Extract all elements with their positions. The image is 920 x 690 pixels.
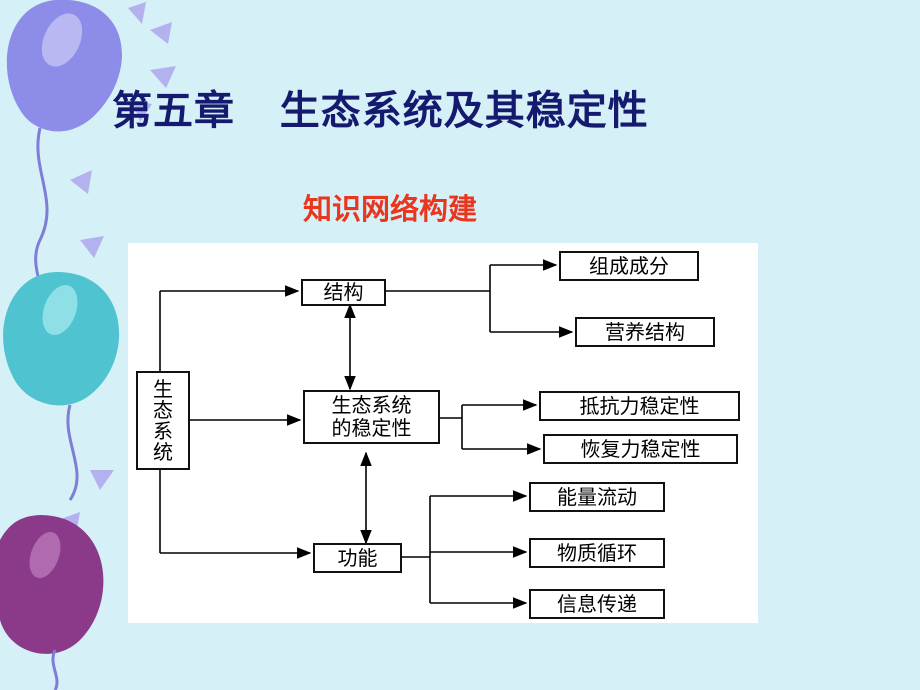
leaf-energy-flow: 能量流动 xyxy=(529,482,665,512)
leaf-resistance-stability: 抵抗力稳定性 xyxy=(539,391,740,421)
leaf-material-cycle: 物质循环 xyxy=(529,538,665,568)
leaf-information-transfer: 信息传递 xyxy=(529,589,665,619)
root-node-ecosystem: 生 态 系 统 xyxy=(136,371,190,470)
leaf-resilience-stability: 恢复力稳定性 xyxy=(543,434,738,464)
page-title: 第五章 生态系统及其稳定性 xyxy=(112,87,649,134)
node-stability: 生态系统 的稳定性 xyxy=(303,390,440,444)
balloon-decoration xyxy=(0,0,176,690)
node-function: 功能 xyxy=(313,543,402,573)
node-structure: 结构 xyxy=(301,279,386,306)
concept-map-panel: 生 态 系 统 结构 生态系统 的稳定性 功能 组成成分 营养结构 抵抗力稳定性… xyxy=(128,243,758,623)
page-subtitle: 知识网络构建 xyxy=(303,192,478,226)
leaf-composition: 组成成分 xyxy=(559,251,699,281)
leaf-trophic-structure: 营养结构 xyxy=(575,317,715,347)
